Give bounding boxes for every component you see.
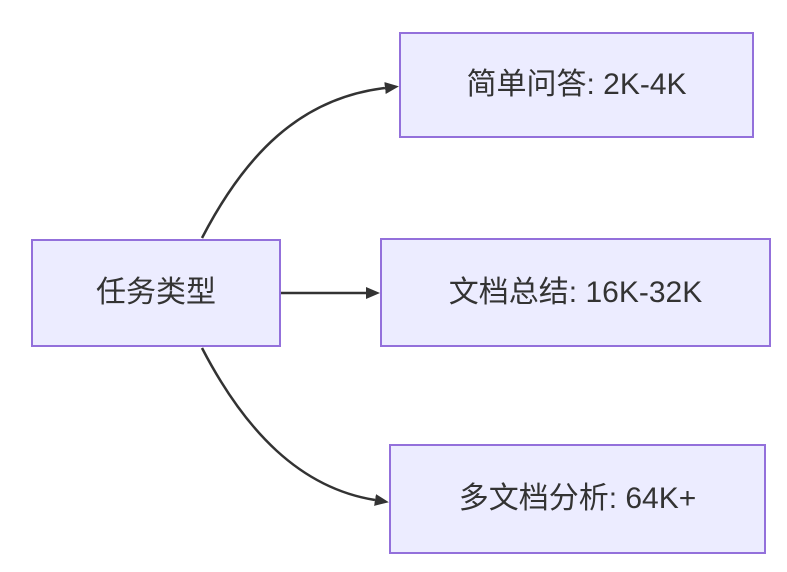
node-multi-doc-analysis-label: 多文档分析: 64K+ bbox=[458, 482, 697, 515]
node-simple-qa-label: 简单问答: 2K-4K bbox=[466, 68, 687, 101]
node-simple-qa: 简单问答: 2K-4K bbox=[399, 32, 754, 138]
node-task-type: 任务类型 bbox=[31, 239, 281, 347]
edge-task-type-to-simple-qa bbox=[200, 82, 399, 239]
node-task-type-label: 任务类型 bbox=[96, 276, 216, 309]
node-multi-doc-analysis: 多文档分析: 64K+ bbox=[389, 444, 766, 554]
edge-task-type-to-multi-doc-analysis bbox=[200, 347, 389, 506]
node-doc-summary-label: 文档总结: 16K-32K bbox=[448, 275, 703, 309]
node-doc-summary: 文档总结: 16K-32K bbox=[380, 238, 771, 347]
